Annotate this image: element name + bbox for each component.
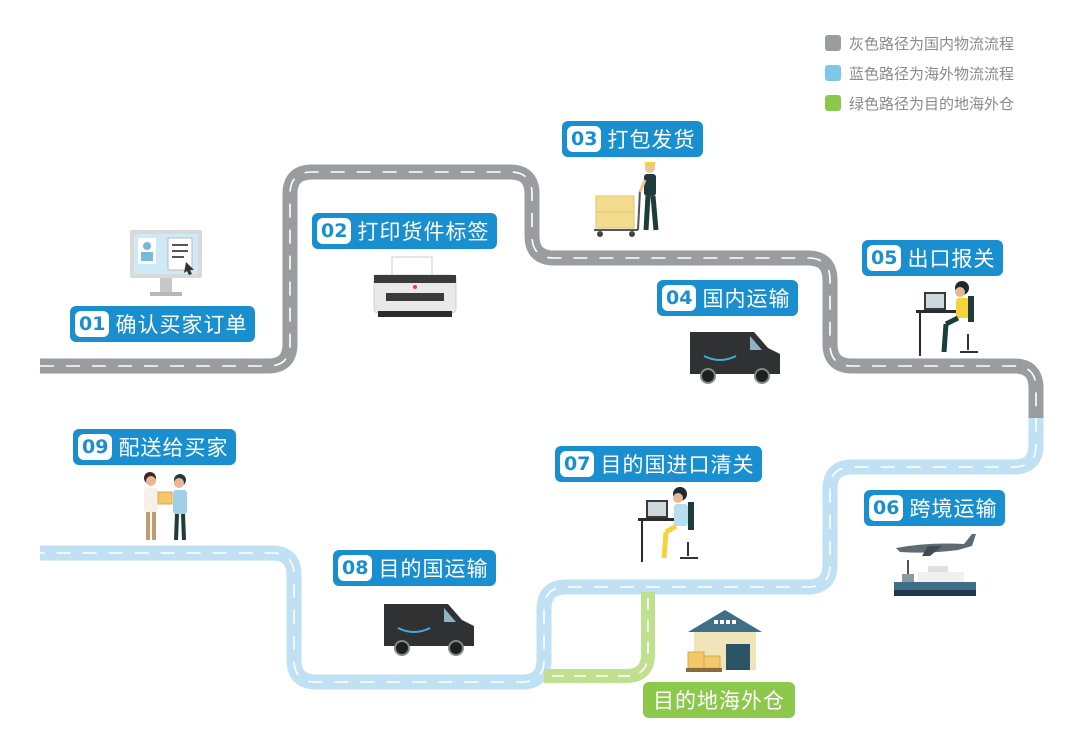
step-number: 05 <box>867 245 902 271</box>
legend-item-overseas: 蓝色路径为海外物流流程 <box>825 58 1014 88</box>
step-label: 出口报关 <box>907 247 996 271</box>
step-01-badge: 01 确认买家订单 <box>70 306 256 342</box>
worker-cart-icon <box>594 162 659 237</box>
step-number: 02 <box>317 218 352 244</box>
step-number: 08 <box>338 555 373 581</box>
step-07-badge: 07 目的国进口清关 <box>555 446 763 482</box>
delivery-van-icon <box>384 604 474 656</box>
legend-swatch-grey <box>825 35 841 51</box>
desk-worker-icon <box>916 281 978 356</box>
step-number: 04 <box>662 285 697 311</box>
legend-item-warehouse: 绿色路径为目的地海外仓 <box>825 88 1014 118</box>
legend-label: 灰色路径为国内物流流程 <box>849 34 1015 53</box>
step-09-badge: 09 配送给买家 <box>73 429 237 465</box>
step-label: 确认买家订单 <box>115 313 248 337</box>
warehouse-label: 目的地海外仓 <box>653 689 785 713</box>
step-06-badge: 06 跨境运输 <box>864 490 1006 526</box>
step-label: 配送给买家 <box>118 436 229 460</box>
legend-label: 蓝色路径为海外物流流程 <box>849 64 1015 83</box>
legend: 灰色路径为国内物流流程 蓝色路径为海外物流流程 绿色路径为目的地海外仓 <box>825 28 1014 118</box>
warehouse-icon <box>686 610 762 672</box>
step-04-badge: 04 国内运输 <box>657 280 799 316</box>
legend-label: 绿色路径为目的地海外仓 <box>849 94 1015 113</box>
step-number: 07 <box>560 451 595 477</box>
step-03-badge: 03 打包发货 <box>562 121 704 157</box>
step-number: 01 <box>75 311 110 337</box>
step-number: 09 <box>78 434 113 460</box>
step-label: 目的国进口清关 <box>600 453 755 477</box>
warehouse-badge: 目的地海外仓 <box>643 682 795 718</box>
delivery-van-icon <box>690 332 780 384</box>
plane-ship-icon <box>894 534 976 596</box>
step-number: 06 <box>869 495 904 521</box>
legend-swatch-blue <box>825 65 841 81</box>
legend-swatch-green <box>825 95 841 111</box>
handover-icon <box>144 472 187 541</box>
legend-item-domestic: 灰色路径为国内物流流程 <box>825 28 1014 58</box>
computer-order-icon <box>130 230 202 296</box>
step-label: 打包发货 <box>607 128 696 152</box>
step-label: 国内运输 <box>702 287 791 311</box>
step-label: 打印货件标签 <box>357 220 490 244</box>
step-05-badge: 05 出口报关 <box>862 240 1004 276</box>
warehouse-route <box>544 592 655 683</box>
step-02-badge: 02 打印货件标签 <box>312 213 498 249</box>
printer-icon <box>373 256 457 317</box>
desk-worker-icon <box>638 487 698 562</box>
step-08-badge: 08 目的国运输 <box>333 550 497 586</box>
step-number: 03 <box>567 126 602 152</box>
step-label: 跨境运输 <box>909 497 998 521</box>
step-label: 目的国运输 <box>378 557 489 581</box>
